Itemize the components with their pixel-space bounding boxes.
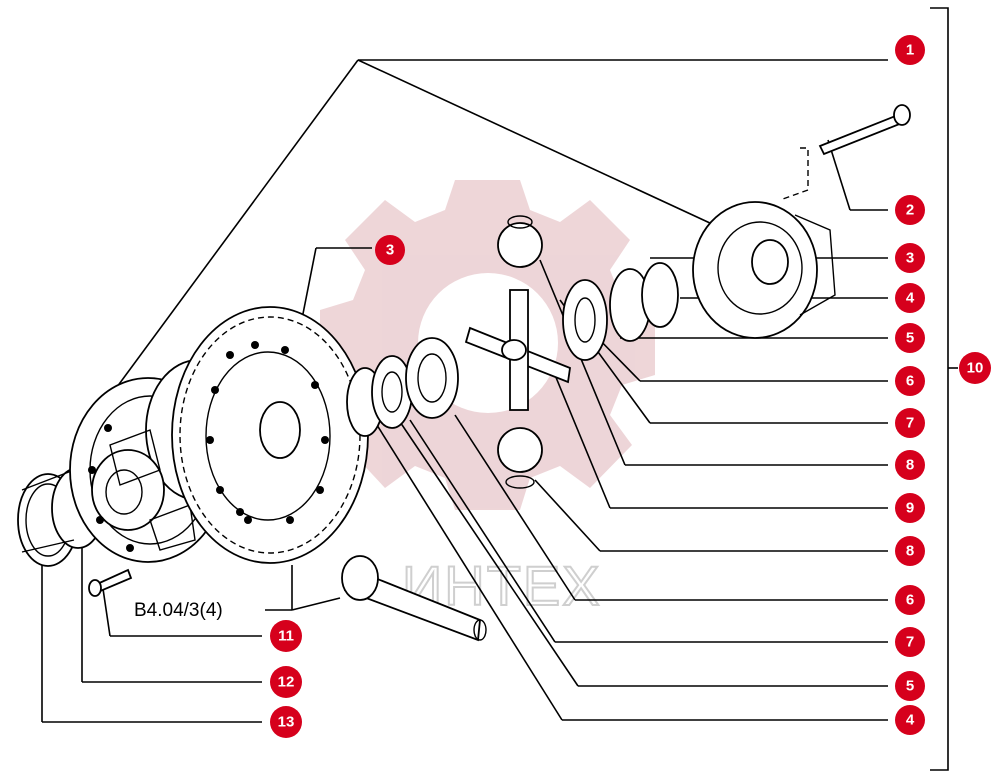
svg-text:5: 5: [906, 678, 914, 695]
callout-13: 13: [270, 706, 302, 738]
housing-right: [692, 201, 836, 339]
side-gear-right: [562, 262, 679, 361]
callout-5-lower: 5: [895, 671, 925, 701]
svg-text:2: 2: [906, 202, 914, 219]
callout-10: 10: [959, 352, 991, 384]
svg-text:5: 5: [906, 330, 914, 347]
callout-4-upper: 4: [895, 283, 925, 313]
callout-6-lower: 6: [895, 585, 925, 615]
pinion-shaft: [341, 555, 487, 642]
callout-11: 11: [270, 620, 302, 652]
svg-text:10: 10: [967, 360, 984, 377]
callout-4-lower: 4: [895, 705, 925, 735]
side-gear-left: [346, 337, 459, 437]
svg-text:1: 1: [906, 42, 914, 59]
cross-shaft: [464, 215, 571, 489]
svg-text:13: 13: [278, 714, 295, 731]
svg-text:4: 4: [906, 712, 915, 729]
svg-text:6: 6: [906, 373, 914, 390]
svg-text:4: 4: [906, 290, 915, 307]
ring-gear: [171, 306, 369, 564]
callout-8-upper: 8: [895, 450, 925, 480]
callout-9: 9: [895, 493, 925, 523]
svg-text:8: 8: [906, 543, 914, 560]
callout-8-lower: 8: [895, 536, 925, 566]
callout-12: 12: [270, 666, 302, 698]
svg-text:8: 8: [906, 457, 914, 474]
svg-text:11: 11: [278, 628, 294, 645]
svg-text:7: 7: [906, 634, 914, 651]
callout-7-upper: 7: [895, 408, 925, 438]
callout-3-left: 3: [375, 235, 405, 265]
callout-6-upper: 6: [895, 366, 925, 396]
svg-text:6: 6: [906, 592, 914, 609]
group-bracket: [930, 7, 949, 771]
reference-code: B4.04/3(4): [134, 600, 223, 621]
callout-2: 2: [895, 195, 925, 225]
svg-text:3: 3: [906, 250, 914, 267]
svg-text:7: 7: [906, 415, 914, 432]
bolt-part: [779, 104, 911, 201]
callout-5-upper: 5: [895, 323, 925, 353]
svg-text:3: 3: [386, 242, 394, 259]
callout-3-right: 3: [895, 243, 925, 273]
screw-part: [88, 568, 133, 597]
callout-7-lower: 7: [895, 627, 925, 657]
svg-text:12: 12: [278, 674, 295, 691]
callout-1: 1: [895, 35, 925, 65]
svg-text:9: 9: [906, 500, 914, 517]
